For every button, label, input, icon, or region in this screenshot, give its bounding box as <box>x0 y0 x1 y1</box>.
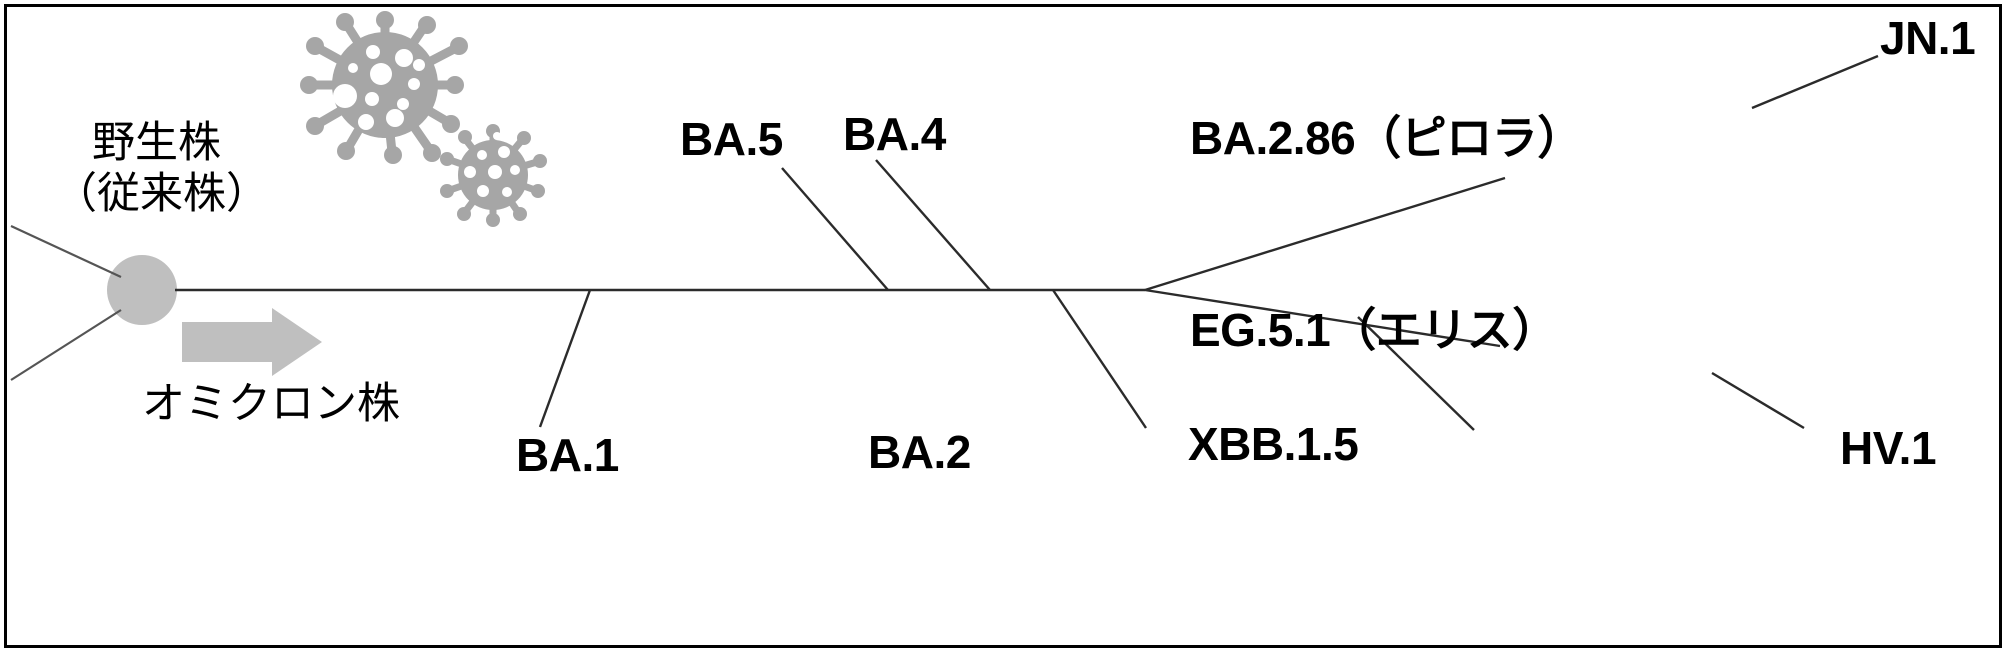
branch-line-ba5 <box>781 167 889 291</box>
label-ba286: BA.2.86（ピロラ） <box>1190 112 1583 164</box>
branch-line-ba1 <box>538 289 592 428</box>
label-ba2: BA.2 <box>868 426 971 478</box>
branch-lines <box>538 54 1879 431</box>
root-node-circle <box>107 255 177 325</box>
label-wild-type: 野生株 （従来株） <box>54 118 269 219</box>
label-wild-type-line1: 野生株 <box>92 118 221 168</box>
label-hv1: HV.1 <box>1840 422 1937 474</box>
ancestral-branches <box>10 225 122 381</box>
label-jn1: JN.1 <box>1880 12 1976 64</box>
label-ba5: BA.5 <box>680 113 783 165</box>
branch-line-jn1 <box>1751 54 1879 110</box>
branch-line-ba286 <box>1144 176 1506 292</box>
ancestral-branch-lower <box>10 309 122 381</box>
label-ba4: BA.4 <box>843 108 946 160</box>
label-omicron: オミクロン株 <box>142 379 400 429</box>
label-xbb15: XBB.1.5 <box>1188 418 1359 470</box>
branch-line-xbb15 <box>1357 316 1475 431</box>
branch-line-hv1 <box>1711 371 1805 430</box>
branch-line-eg51 <box>1144 288 1501 348</box>
right-arrow-icon <box>182 308 322 376</box>
virus-icon-small <box>440 124 547 227</box>
label-eg51: EG.5.1（エリス） <box>1190 304 1558 356</box>
branch-line-ba2 <box>1052 289 1147 429</box>
label-wild-type-line2: （従来株） <box>54 168 269 219</box>
virus-icon-large <box>300 11 468 164</box>
ancestral-branch-upper <box>10 225 122 278</box>
branch-line-ba4 <box>875 159 991 291</box>
label-ba1: BA.1 <box>516 429 619 481</box>
